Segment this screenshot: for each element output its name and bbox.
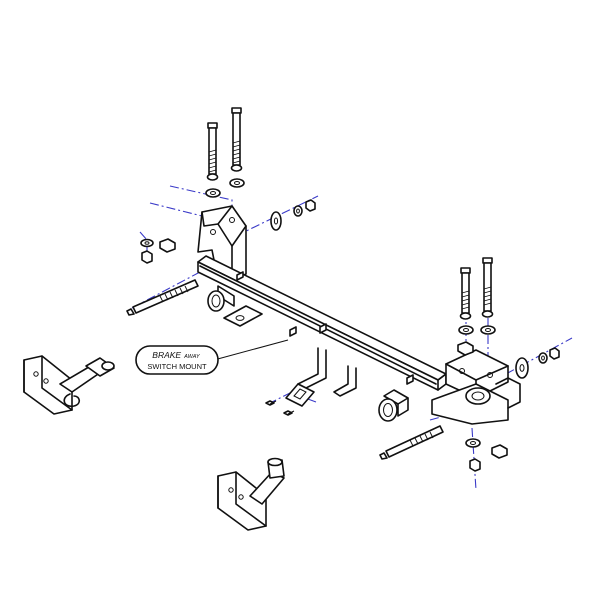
left-square-nut-stack bbox=[140, 238, 176, 264]
right-lower-hardware bbox=[465, 438, 508, 472]
brake-away-screws bbox=[265, 400, 295, 416]
callout-line-2: SWITCH MOUNT bbox=[147, 362, 207, 371]
right-square-nut bbox=[457, 341, 474, 356]
callout-away-text: AWAY bbox=[183, 354, 200, 360]
right-side-washer-and-nut bbox=[515, 347, 560, 379]
left-bolt-1 bbox=[207, 122, 218, 175]
callout-brake-text: BRAKE bbox=[152, 350, 181, 360]
brake-away-switch-plate bbox=[285, 383, 315, 407]
right-receiver-tube bbox=[378, 389, 409, 422]
left-receiver-tube bbox=[207, 285, 235, 312]
left-side-washer-and-nut bbox=[270, 199, 316, 231]
right-bolt-1 bbox=[460, 267, 471, 314]
detached-bracket-with-post bbox=[217, 457, 285, 531]
right-bolt-2 bbox=[482, 257, 493, 312]
left-bolt-2 bbox=[231, 107, 242, 166]
left-safety-tab bbox=[223, 305, 263, 327]
detached-bracket-with-pin bbox=[23, 355, 115, 415]
left-lock-washers bbox=[206, 164, 243, 181]
left-flat-washers bbox=[205, 178, 245, 198]
right-lock-washers bbox=[459, 310, 494, 320]
frame-clips bbox=[236, 271, 414, 385]
left-long-bolt bbox=[126, 279, 199, 316]
right-mount-bracket bbox=[431, 349, 521, 425]
right-flat-washers bbox=[458, 325, 496, 335]
right-long-bolt bbox=[379, 425, 444, 460]
